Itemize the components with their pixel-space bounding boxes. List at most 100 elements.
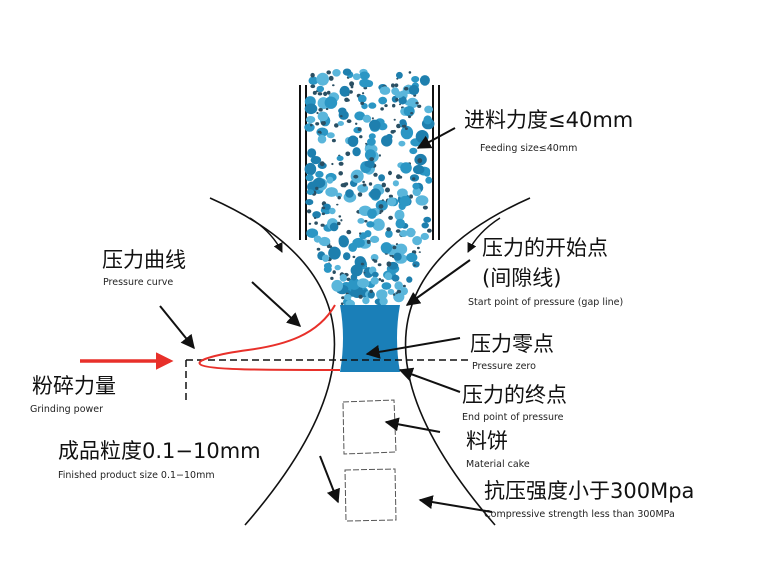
particle [399, 103, 401, 106]
particle [366, 221, 375, 228]
particle [391, 87, 400, 96]
particle [412, 187, 422, 197]
feeding-size-sublabel: Feeding size≤40mm [480, 143, 578, 154]
particle [400, 287, 408, 296]
particle [329, 222, 339, 232]
particle [360, 101, 365, 105]
grinding-power-sublabel: Grinding power [30, 404, 104, 415]
grinding-power-label: 粉碎力量 [32, 374, 116, 398]
particle [314, 221, 318, 225]
particle [326, 70, 332, 75]
particle [397, 188, 408, 198]
particle [395, 229, 401, 233]
particle [396, 77, 399, 80]
particle [423, 115, 433, 125]
particle [408, 115, 411, 119]
particle [362, 114, 372, 123]
particle [384, 104, 388, 108]
particle [352, 147, 361, 157]
particle [384, 272, 393, 281]
particle [398, 96, 407, 105]
particle [378, 204, 384, 209]
particle [362, 183, 367, 187]
particle [316, 111, 319, 115]
particle [316, 127, 329, 137]
particle [393, 118, 396, 121]
particle [378, 174, 385, 182]
particle [391, 83, 395, 88]
particle [418, 251, 421, 253]
particle [337, 221, 341, 226]
particle [378, 96, 388, 105]
particle [344, 97, 349, 103]
particle [399, 175, 403, 179]
particle [355, 122, 358, 126]
particle [425, 176, 433, 184]
particle [392, 180, 399, 187]
particle [312, 177, 326, 189]
particle [310, 123, 313, 127]
particle [408, 84, 420, 96]
particle [413, 164, 425, 175]
particle [310, 84, 316, 89]
particle [324, 96, 338, 109]
particle [338, 171, 344, 176]
material-cake-sublabel: Material cake [466, 459, 530, 470]
particle [412, 182, 420, 190]
particle [395, 292, 398, 295]
particle [319, 161, 325, 167]
particle [406, 276, 413, 283]
particle [387, 288, 395, 295]
particle [326, 245, 331, 249]
particle [331, 279, 344, 292]
particle [331, 162, 334, 166]
particle [385, 187, 390, 193]
particle [388, 215, 393, 220]
pressure-zone [340, 305, 400, 372]
particle [338, 235, 348, 246]
particle [419, 75, 430, 86]
particle [330, 276, 334, 280]
particle [396, 289, 402, 294]
particle [422, 205, 428, 210]
particle [317, 134, 327, 144]
particle [412, 236, 422, 246]
particle [328, 246, 341, 260]
particle [364, 219, 368, 223]
particle [373, 172, 378, 177]
particle [378, 154, 381, 157]
particle [391, 274, 400, 282]
particle [367, 290, 375, 299]
particle [323, 262, 332, 269]
particle [313, 235, 322, 243]
particle [304, 162, 317, 176]
particle [318, 108, 323, 112]
particle [358, 94, 367, 103]
particle [415, 130, 429, 143]
particle [399, 230, 408, 237]
particle [328, 75, 334, 81]
particle [359, 71, 370, 80]
particle [305, 174, 314, 182]
particle [396, 123, 401, 129]
particle [338, 161, 344, 166]
particle [370, 276, 379, 285]
particle [358, 294, 363, 299]
particle [337, 196, 341, 200]
particle [321, 206, 326, 210]
particle [320, 223, 325, 227]
particle [369, 289, 374, 294]
pressure-zero-label: 压力零点 [470, 332, 554, 356]
particle [417, 104, 422, 109]
particle [307, 148, 317, 158]
particle [404, 127, 408, 130]
particle [421, 222, 429, 229]
particle [366, 239, 371, 244]
particle [326, 176, 334, 184]
particle [392, 245, 397, 250]
particle [346, 277, 351, 281]
finished-size-sublabel: Finished product size 0.1−10mm [58, 470, 215, 481]
particle [406, 252, 418, 263]
particle [343, 182, 347, 187]
particle [305, 199, 314, 206]
